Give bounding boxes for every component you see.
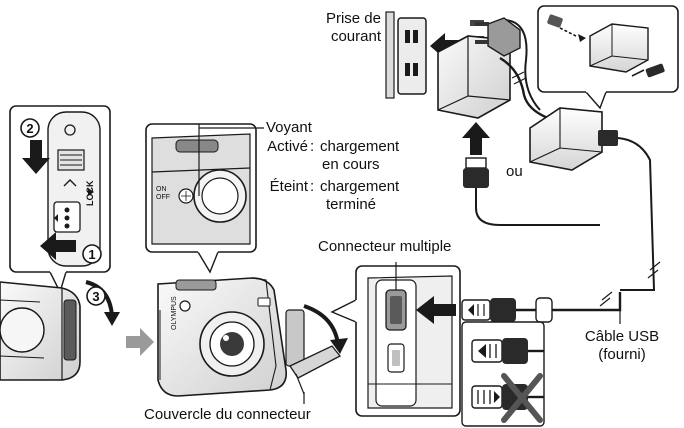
status-off-sep: : bbox=[310, 178, 315, 195]
connector-cover-label: Couvercle du connecteur bbox=[144, 406, 311, 423]
cover-open-arrow bbox=[303, 304, 348, 354]
camera-left bbox=[0, 281, 81, 381]
usb-cable-label-line1: Câble USB bbox=[584, 328, 660, 345]
micro-usb-plug bbox=[461, 291, 622, 323]
indicator-inset-panel bbox=[145, 123, 257, 274]
status-off-value-line1: chargement bbox=[320, 178, 400, 195]
brand-marking: OLYMPUS bbox=[171, 296, 178, 330]
step-2-number: 2 bbox=[26, 121, 34, 136]
wrong-orientation-cross bbox=[501, 373, 543, 423]
mains-plug bbox=[475, 17, 521, 57]
outlet-label-line2: courant bbox=[330, 28, 381, 45]
usb-plug-vertical bbox=[463, 157, 600, 226]
lock-marking: LOCK bbox=[85, 180, 95, 207]
camera-center bbox=[157, 277, 305, 397]
status-off-value-line2: terminé bbox=[326, 196, 377, 213]
usb-up-arrow bbox=[462, 122, 490, 155]
power-cord bbox=[499, 56, 549, 120]
outlet-label-line1: Prise de bbox=[325, 10, 381, 27]
step-markers bbox=[20, 118, 106, 306]
multi-connector-label: Connecteur multiple bbox=[318, 238, 452, 255]
indicator-label: Voyant bbox=[266, 119, 312, 136]
step-1-number: 1 bbox=[88, 247, 96, 262]
connector-cover-flap bbox=[289, 345, 342, 395]
usb-insert-arrow bbox=[416, 296, 456, 324]
or-label: ou bbox=[506, 163, 523, 180]
wall-outlet bbox=[385, 11, 427, 99]
step-2-arrow bbox=[22, 140, 50, 174]
status-on-value-line2: en cours bbox=[322, 156, 380, 173]
switch-off-marking: OFF bbox=[156, 194, 170, 201]
step-1-arrow bbox=[40, 232, 76, 260]
usb-cable-label-line2: (fourni) bbox=[598, 346, 646, 363]
step-3-number: 3 bbox=[92, 289, 100, 304]
status-on-sep: : bbox=[310, 138, 315, 155]
transition-arrow bbox=[126, 328, 154, 356]
switch-on-marking: ON bbox=[156, 186, 167, 193]
status-on-key: Activé bbox=[267, 138, 308, 155]
status-on-value-line1: chargement bbox=[320, 138, 400, 155]
status-off-key: Éteint bbox=[269, 178, 308, 195]
adapter-callout bbox=[537, 5, 679, 110]
usb-adapter-with-cable bbox=[529, 107, 661, 291]
